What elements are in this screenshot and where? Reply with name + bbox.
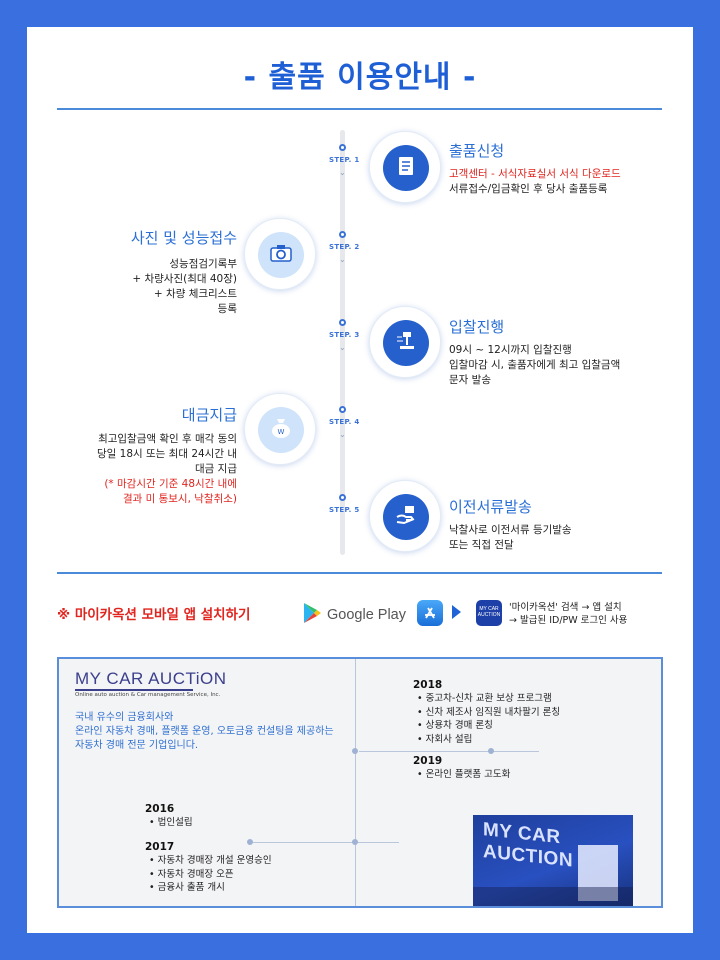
step-4-circle: W: [244, 393, 316, 465]
company-logo-subtitle: Online auto auction & Car management Ser…: [75, 692, 221, 698]
history-year: 2019: [413, 755, 443, 767]
step-2-circle: [244, 218, 316, 290]
money-bag-icon: W: [268, 416, 294, 444]
step-5-label: STEP. 5: [329, 506, 360, 514]
step-3-title: 입찰진행: [449, 318, 505, 336]
chevron-down-icon: ⌄: [339, 255, 346, 264]
step-2-label: STEP. 2: [329, 243, 360, 251]
divider: [57, 108, 662, 110]
step-2-dot: [339, 231, 346, 238]
handover-icon: [394, 503, 418, 531]
step-4-label: STEP. 4: [329, 418, 360, 426]
step-1-desc: 고객센터 - 서식자료실서 서식 다운로드 서류접수/입금확인 후 당사 출품등…: [449, 168, 621, 195]
step-4-dot: [339, 406, 346, 413]
history-year: 2018: [413, 679, 443, 691]
history-list: 법인설립: [149, 816, 193, 830]
my-car-auction-app-icon[interactable]: MY CAR AUCTION: [476, 600, 502, 626]
step-2-desc: 성능점검기록부 + 차량사진(최대 40장) + 차량 체크리스트 등록: [132, 258, 237, 315]
google-play-label: Google Play: [327, 607, 406, 623]
timeline-line: [340, 130, 345, 555]
history-year: 2016: [145, 803, 175, 815]
page-title: - 출품 이용안내 -: [243, 60, 477, 95]
history-year: 2017: [145, 841, 175, 853]
chevron-down-icon: ⌄: [339, 343, 346, 352]
step-3-label: STEP. 3: [329, 331, 360, 339]
divider: [57, 572, 662, 574]
app-install-desc: '마이카옥션' 검색 → 앱 설치 → 발급된 ID/PW 로그인 사용: [509, 602, 628, 626]
google-play-link[interactable]: Google Play: [302, 602, 406, 628]
svg-text:W: W: [278, 428, 285, 436]
history-line: [359, 751, 539, 752]
step-1-dot: [339, 144, 346, 151]
history-list: 온라인 플랫폼 고도화: [417, 768, 511, 782]
logo-underline: [75, 689, 193, 691]
step-5-circle: [369, 480, 441, 552]
history-dot: [247, 839, 253, 845]
history-dot: [352, 748, 358, 754]
google-play-icon: [302, 602, 322, 628]
company-description: 국내 유수의 금융회사와 온라인 자동차 경매, 플랫폼 운영, 오토금융 컨설…: [75, 712, 334, 751]
step-2-title: 사진 및 성능접수: [130, 229, 237, 247]
company-logo: MY CAR AUCTiON: [75, 669, 227, 688]
chevron-down-icon: ⌄: [339, 430, 346, 439]
history-line: [355, 659, 356, 906]
step-4-title: 대금지급: [181, 406, 237, 424]
step-3-desc: 09시 ~ 12시까지 입찰진행 입찰마감 시, 출품자에게 최고 입찰금액 문…: [449, 344, 621, 386]
document-icon: [395, 155, 417, 181]
step-4-desc: 최고입찰금액 확인 후 매각 동의 당일 18시 또는 최대 24시간 내 대금…: [96, 433, 237, 505]
photo-doorway: [578, 845, 618, 901]
app-store-icon[interactable]: [417, 600, 443, 626]
step-5-desc: 낙찰사로 이전서류 등기발송 또는 직접 전달: [449, 524, 572, 551]
history-dot: [352, 839, 358, 845]
history-list: 자동차 경매장 개설 운영승인 자동차 경매장 오픈 금융사 출품 개시: [149, 854, 272, 895]
gavel-icon: [394, 329, 418, 357]
step-1-title: 출품신청: [449, 142, 505, 160]
step-5-dot: [339, 494, 346, 501]
app-install-title: ※ 마이카옥션 모바일 앱 설치하기: [57, 607, 251, 623]
camera-icon: [269, 243, 293, 267]
photo-floor: [473, 887, 633, 906]
showroom-photo: MY CAR AUCTION: [473, 815, 633, 906]
step-5-title: 이전서류발송: [449, 498, 532, 516]
step-3-circle: [369, 306, 441, 378]
step-3-dot: [339, 319, 346, 326]
company-info-box: MY CAR AUCTiON Online auto auction & Car…: [57, 657, 663, 908]
step-1-label: STEP. 1: [329, 156, 360, 164]
arrow-right-icon: [452, 605, 461, 619]
history-line: [249, 842, 399, 843]
chevron-down-icon: ⌄: [339, 168, 346, 177]
history-dot: [488, 748, 494, 754]
history-list: 중고차-신차 교환 보상 프로그램 신차 제조사 임직원 내차팔기 론칭 상용차…: [417, 692, 560, 746]
step-1-circle: [369, 131, 441, 203]
